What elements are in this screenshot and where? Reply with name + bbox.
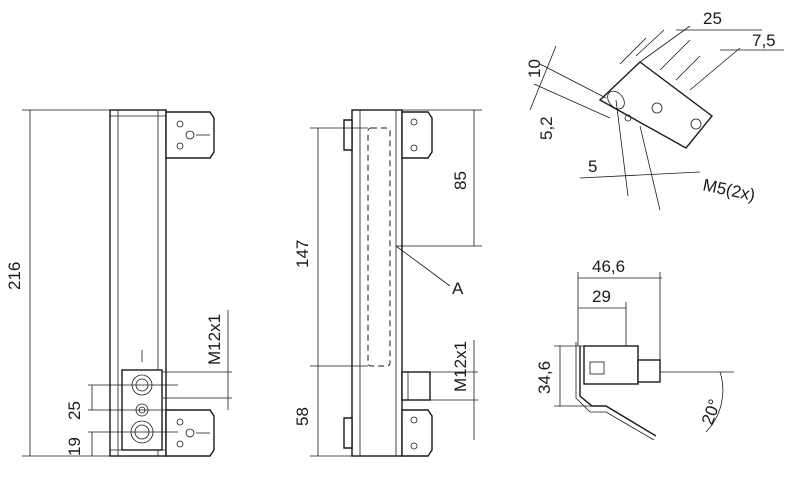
label-a: A xyxy=(452,279,464,298)
dim-bracket-25: 25 xyxy=(703,9,722,28)
front-bottom-bracket xyxy=(165,409,215,457)
dim-top-46-6: 46,6 xyxy=(592,257,625,276)
dim-bracket-5-2: 5,2 xyxy=(537,116,556,140)
bracket-detail: 25 7,5 10 5,2 5 M5(2x) xyxy=(525,9,784,211)
dim-top-34-6: 34,6 xyxy=(535,361,554,394)
dim-bracket-screws: M5(2x) xyxy=(701,175,757,205)
side-top-bracket xyxy=(401,111,433,159)
dim-58: 58 xyxy=(293,407,312,426)
dim-147: 147 xyxy=(293,240,312,268)
dim-top-29: 29 xyxy=(592,287,611,306)
dim-25: 25 xyxy=(65,401,84,420)
dim-m12-side: M12x1 xyxy=(451,341,470,392)
dim-85: 85 xyxy=(451,171,470,190)
top-view: 46,6 29 34,6 20° xyxy=(535,257,734,441)
top-connector xyxy=(637,359,661,383)
dim-216: 216 xyxy=(5,262,24,290)
front-view: 216 25 19 M12x1 xyxy=(5,109,232,457)
side-bottom-bracket xyxy=(401,409,433,457)
dim-bracket-5: 5 xyxy=(588,157,597,176)
dim-bracket-7-5: 7,5 xyxy=(752,31,776,50)
top-sensor-head xyxy=(583,345,639,385)
dim-19: 19 xyxy=(65,437,84,456)
side-view: 147 85 A 58 M12x1 xyxy=(293,109,482,457)
dim-top-angle: 20° xyxy=(698,397,725,428)
side-connector xyxy=(401,371,431,401)
bracket-plate xyxy=(598,61,714,149)
sensing-area xyxy=(367,127,391,367)
dim-m12-front: M12x1 xyxy=(205,314,224,365)
side-housing xyxy=(351,109,403,457)
dim-bracket-10: 10 xyxy=(525,59,544,78)
front-top-bracket xyxy=(165,111,215,159)
